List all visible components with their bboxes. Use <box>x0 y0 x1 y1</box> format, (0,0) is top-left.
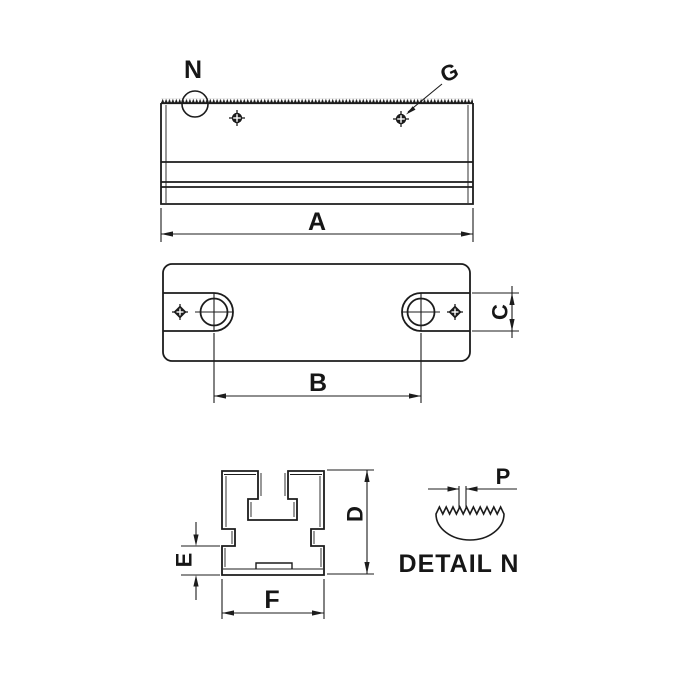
dim-c-label: C <box>488 304 513 320</box>
dimension-e: E <box>172 522 220 600</box>
detail-n-view: P DETAIL N <box>399 464 520 578</box>
dimension-c: C <box>472 286 519 338</box>
dim-e-label: E <box>172 553 197 568</box>
front-body-outline <box>160 103 474 205</box>
section-profile-outline <box>221 470 325 576</box>
front-view: N G A <box>160 56 474 242</box>
slot-right <box>401 292 470 332</box>
serration-band <box>161 98 473 104</box>
dim-f-label: F <box>264 586 279 614</box>
dimension-d: D <box>327 469 374 575</box>
detail-callout-circle <box>181 90 209 118</box>
hole-callout-label: G <box>436 58 462 88</box>
diamond-target-right <box>447 304 463 320</box>
slot-left <box>163 292 234 332</box>
section-chamfer-lines <box>223 473 323 570</box>
plan-body-outline <box>162 263 471 362</box>
dimension-b: B <box>213 333 422 403</box>
diamond-target-left <box>172 304 188 320</box>
detail-serrated-segment <box>435 505 505 541</box>
dimension-p: P <box>428 464 517 509</box>
screw-hole-left <box>229 110 245 126</box>
dim-a-label: A <box>308 208 326 236</box>
plan-view: C B <box>162 263 519 403</box>
dimension-f: F <box>221 579 325 619</box>
dimension-a: A <box>160 208 474 242</box>
detail-marker-label: N <box>184 56 202 84</box>
screw-hole-right <box>393 111 409 127</box>
dim-d-label: D <box>343 506 368 522</box>
hole-callout-leader <box>406 83 443 115</box>
detail-title: DETAIL N <box>399 550 520 578</box>
dim-p-label: P <box>496 464 511 489</box>
cross-section-view: D E F <box>172 469 374 619</box>
dim-b-label: B <box>309 369 327 397</box>
bottom-key-pad <box>255 562 293 569</box>
